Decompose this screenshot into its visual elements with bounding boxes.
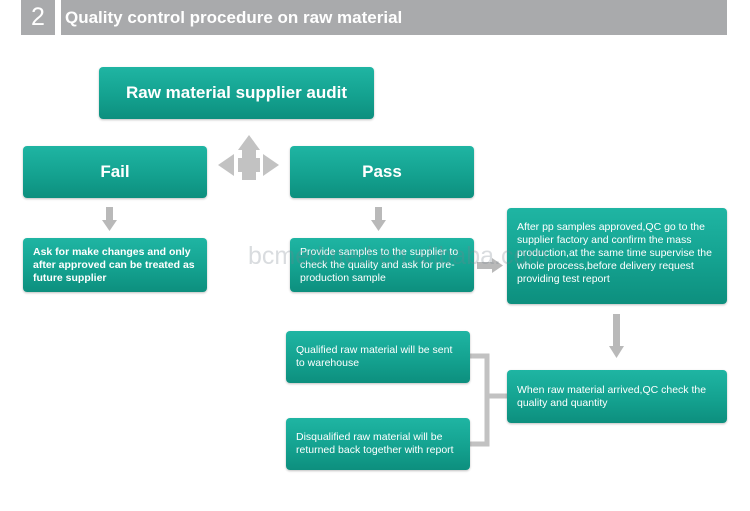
fail-down-arrow-icon xyxy=(102,207,117,231)
section-header: 2 Quality control procedure on raw mater… xyxy=(21,0,727,35)
bracket-connector xyxy=(470,353,508,447)
pp-approved-box: After pp samples approved,QC go to the s… xyxy=(507,208,727,304)
fail-box: Fail xyxy=(23,146,207,198)
pass-box: Pass xyxy=(290,146,474,198)
pass-action-box: Provide samples to the supplier to check… xyxy=(290,238,474,292)
pass-down-arrow-icon xyxy=(371,207,386,231)
audit-box: Raw material supplier audit xyxy=(99,67,374,119)
watermark: bcmedmed.en.alibaba.com xyxy=(248,242,549,270)
header-divider xyxy=(55,0,61,35)
disqualified-box: Disqualified raw material will be return… xyxy=(286,418,470,470)
qualified-box: Qualified raw material will be sent to w… xyxy=(286,331,470,383)
pp-down-arrow-icon xyxy=(609,314,624,358)
arrived-box: When raw material arrived,QC check the q… xyxy=(507,370,727,423)
four-way-arrow-icon xyxy=(218,135,279,180)
section-title: Quality control procedure on raw materia… xyxy=(65,8,403,27)
right-arrow-icon xyxy=(477,258,503,273)
fail-action-box: Ask for make changes and only after appr… xyxy=(23,238,207,292)
section-number: 2 xyxy=(31,3,45,31)
